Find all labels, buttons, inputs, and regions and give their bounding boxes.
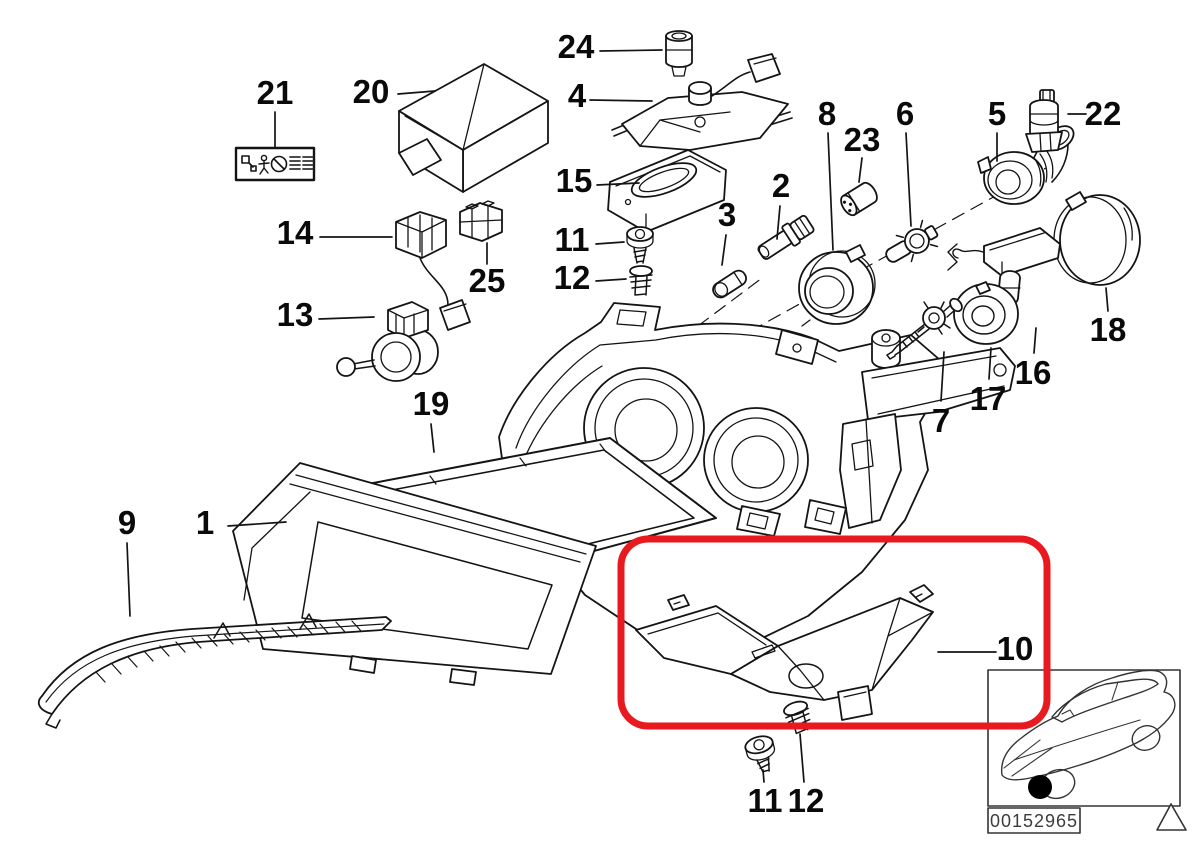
part-12-clip-bottom xyxy=(783,700,811,735)
callout-14: 14 xyxy=(277,214,314,251)
callout-13: 13 xyxy=(277,296,314,333)
callout-16: 16 xyxy=(1015,354,1052,391)
part-15-control-unit xyxy=(607,149,727,233)
callout-23: 23 xyxy=(844,121,881,158)
part-17-socket-ring xyxy=(953,281,1019,345)
part-code-text: 00152965 xyxy=(990,811,1078,831)
part-4-bracket-harness xyxy=(611,53,793,151)
car-outline xyxy=(1000,669,1176,800)
callout-19: 19 xyxy=(413,385,450,422)
part-11-screw-bottom xyxy=(744,735,776,774)
callout-22: 22 xyxy=(1085,95,1122,132)
callout-1: 1 xyxy=(196,504,214,541)
part-16-igniter-unit xyxy=(947,227,1061,306)
callout-21: 21 xyxy=(257,74,294,111)
part-11-screw-top xyxy=(626,226,654,264)
callout-17: 17 xyxy=(970,380,1007,417)
callout-20: 20 xyxy=(353,73,390,110)
part-12-clip-top xyxy=(629,265,653,296)
leader-lines xyxy=(126,49,1109,783)
callout-6: 6 xyxy=(896,95,914,132)
person-icon xyxy=(258,154,270,175)
part-25-connector xyxy=(459,200,503,242)
callout-10: 10 xyxy=(997,630,1034,667)
callout-24: 24 xyxy=(558,28,595,65)
part-23-holder-cylinder xyxy=(840,181,878,217)
callout-2: 2 xyxy=(772,167,790,204)
part-14-relay-with-cable xyxy=(395,211,471,331)
part-8-cover-ring xyxy=(798,244,876,327)
callout-4: 4 xyxy=(568,77,587,114)
part-2-bulb-socket xyxy=(757,214,815,260)
part-7-xenon-bulb xyxy=(886,297,963,360)
callout-11-bottom: 11 xyxy=(748,782,783,819)
callout-18: 18 xyxy=(1090,311,1127,348)
triangle-marker-icon xyxy=(1156,803,1187,831)
highlight-box xyxy=(617,535,1051,730)
part-24-bulb-holder xyxy=(665,30,693,77)
part-13-adjuster-motor xyxy=(336,301,439,382)
headlight-location-dot-icon xyxy=(1028,775,1052,799)
part-21-info-sticker xyxy=(234,146,316,182)
callout-12-top: 12 xyxy=(554,259,591,296)
part-22-socket xyxy=(1025,89,1063,153)
callout-15: 15 xyxy=(556,162,593,199)
part-code-box xyxy=(987,807,1081,834)
callout-3: 3 xyxy=(718,196,736,233)
callout-11-top: 11 xyxy=(555,221,590,258)
sticker-text-lines xyxy=(289,156,314,170)
part-6-halogen-bulb xyxy=(885,219,939,263)
part-18-dome-cap xyxy=(1053,191,1141,286)
callout-8: 8 xyxy=(818,95,836,132)
callout-labels: 21 20 24 4 15 11 12 25 14 13 8 23 6 5 22… xyxy=(118,28,1127,819)
prohibition-icon xyxy=(270,155,288,173)
callout-9: 9 xyxy=(118,504,136,541)
part-10-mounting-bracket xyxy=(635,584,934,721)
part-9-trim-strip xyxy=(37,613,392,729)
part-20-carton-box xyxy=(398,63,549,193)
callout-12-bottom: 12 xyxy=(788,782,825,819)
callout-7: 7 xyxy=(932,402,950,439)
callout-5: 5 xyxy=(988,95,1006,132)
part-headlight-housing xyxy=(498,302,1016,657)
part-3-bulb xyxy=(712,269,747,299)
callout-25: 25 xyxy=(469,262,506,299)
car-location-inset xyxy=(987,669,1187,834)
